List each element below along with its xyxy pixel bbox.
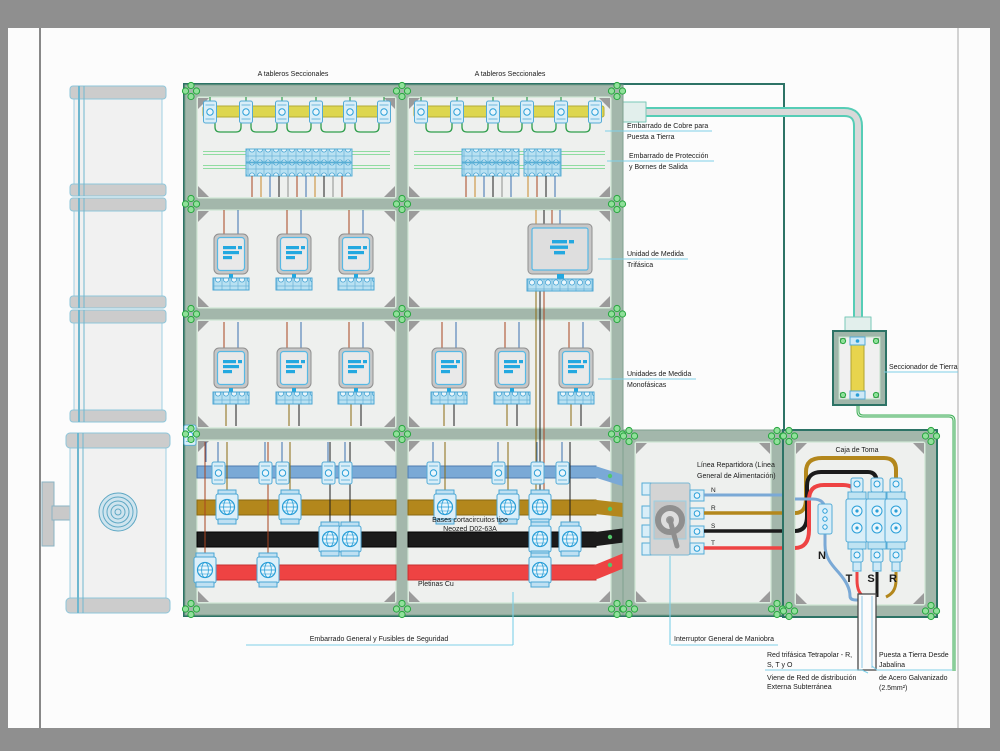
three-phase-meter: [526, 223, 594, 292]
unidad-medida-line2: Trifásica: [627, 262, 653, 269]
phase-t-bar: [196, 564, 397, 581]
terminal-strip: [461, 148, 520, 163]
general-busbar-row: Bases cortacircuitos tipo Neozed D02-63A…: [183, 424, 657, 588]
unidades-medida-line2: Monofásicas: [627, 382, 667, 389]
meter-rows: [212, 210, 595, 555]
wire-label-r: R: [711, 505, 716, 512]
unidades-medida-line1: Unidades de Medida: [627, 371, 691, 378]
single-phase-meter: [275, 347, 313, 405]
rotary-switch: [649, 482, 691, 556]
copper-earth-bar: [413, 105, 605, 118]
switch-terminals: [689, 489, 705, 555]
single-phase-meter: [430, 347, 468, 405]
embarrado-proteccion-line2: y Bornes de Salida: [629, 164, 688, 171]
wire-label-s: S: [711, 523, 716, 530]
single-phase-meter: [212, 233, 250, 291]
meter-feed-wires: [223, 210, 584, 555]
caja-label-s: S: [867, 573, 874, 585]
interruptor-label: Interruptor General de Maniobra: [674, 636, 774, 643]
caja-label-r: R: [889, 573, 897, 585]
cabinet-segment: [69, 85, 167, 197]
terminal-strip: [523, 162, 562, 177]
seccionador-label: Seccionador de Tierra: [889, 364, 958, 371]
earth-busbar-row: [202, 97, 605, 197]
fuse-drop-wires: [204, 442, 571, 553]
puesta-tierra-line4: (2.5mm²): [879, 685, 907, 692]
linea-repartidora-line2: General de Alimentación): [697, 473, 776, 480]
terminal-strip: [461, 162, 520, 177]
distribution-line-wires: [704, 493, 795, 550]
embarrado-cobre-line1: Embarrado de Cobre para: [627, 123, 708, 130]
service-entrance-box: Caja de Toma N T S R: [782, 429, 938, 671]
underground-feeder-cable: [857, 593, 877, 671]
terminal-strip: [523, 148, 562, 163]
cabinet-side-view: [41, 85, 171, 614]
caja-title: Caja de Toma: [835, 447, 878, 454]
embarrado-cobre-line2: Puesta a Tierra: [627, 134, 675, 141]
puesta-tierra-line2: Jabalina: [879, 662, 905, 669]
outgoing-wires: [251, 176, 556, 197]
pletinas-label: Pletinas Cu: [418, 581, 454, 588]
terminal-strip: [245, 162, 353, 177]
linea-repartidora-line1: Línea Repartidora (Línea: [697, 462, 775, 469]
earth-busbar: [850, 343, 865, 393]
wire-label-n: N: [711, 487, 716, 494]
main-switch-panel: N R S T Línea Repartidora (Línea General…: [622, 429, 795, 616]
incoming-bars: [641, 482, 653, 556]
viene-red-line1: Viene de Red de distribución: [767, 675, 856, 682]
earth-jumper-wires: [214, 118, 591, 133]
switch-handle: [667, 517, 680, 549]
ground-wire: [856, 404, 956, 671]
t ableros-right-label: A tableros Seccionales: [475, 71, 546, 78]
bases-label-line1: Bases cortacircuitos tipo: [432, 517, 508, 524]
red-trifasica-line1: Red trifásica Tetrapolar - R,: [767, 652, 852, 659]
cabinet-base-unit: [41, 432, 171, 614]
phase-s-bar: [196, 531, 397, 548]
caja-label-n: N: [818, 550, 826, 562]
single-phase-meter: [337, 347, 375, 405]
single-phase-meter: [337, 233, 375, 291]
puesta-tierra-line3: de Acero Galvanizado: [879, 675, 948, 682]
phase-t-bar: [407, 564, 597, 581]
single-phase-meter: [275, 233, 313, 291]
viene-red-line2: Externa Subterránea: [767, 684, 832, 691]
puesta-tierra-line1: Puesta a Tierra Desde: [879, 652, 949, 659]
single-phase-meter: [557, 347, 595, 405]
cabinet-segment: [69, 197, 167, 309]
embarrado-proteccion-line1: Embarrado de Protección: [629, 153, 708, 160]
bases-label-line2: Neozed D02-63A: [443, 526, 497, 533]
caja-label-t: T: [846, 573, 853, 585]
red-trifasica-line2: S, T y O: [767, 662, 793, 669]
copper-earth-bar: [202, 105, 390, 118]
cabinet-segment: [69, 309, 167, 423]
tableros-left-label: A tableros Seccionales: [258, 71, 329, 78]
wire-label-t: T: [711, 540, 715, 547]
annotations: A tableros Seccionales A tableros Seccio…: [246, 71, 958, 692]
unidad-medida-line1: Unidad de Medida: [627, 251, 684, 258]
terminal-strip: [245, 148, 353, 163]
vent-knob-icon: [98, 492, 138, 532]
embarrado-general-label: Embarrado General y Fusibles de Segurida…: [310, 636, 449, 643]
single-phase-meter: [212, 347, 250, 405]
earth-disconnector-box: [832, 330, 887, 406]
single-phase-meter: [493, 347, 531, 405]
leader-lines: [246, 130, 958, 674]
